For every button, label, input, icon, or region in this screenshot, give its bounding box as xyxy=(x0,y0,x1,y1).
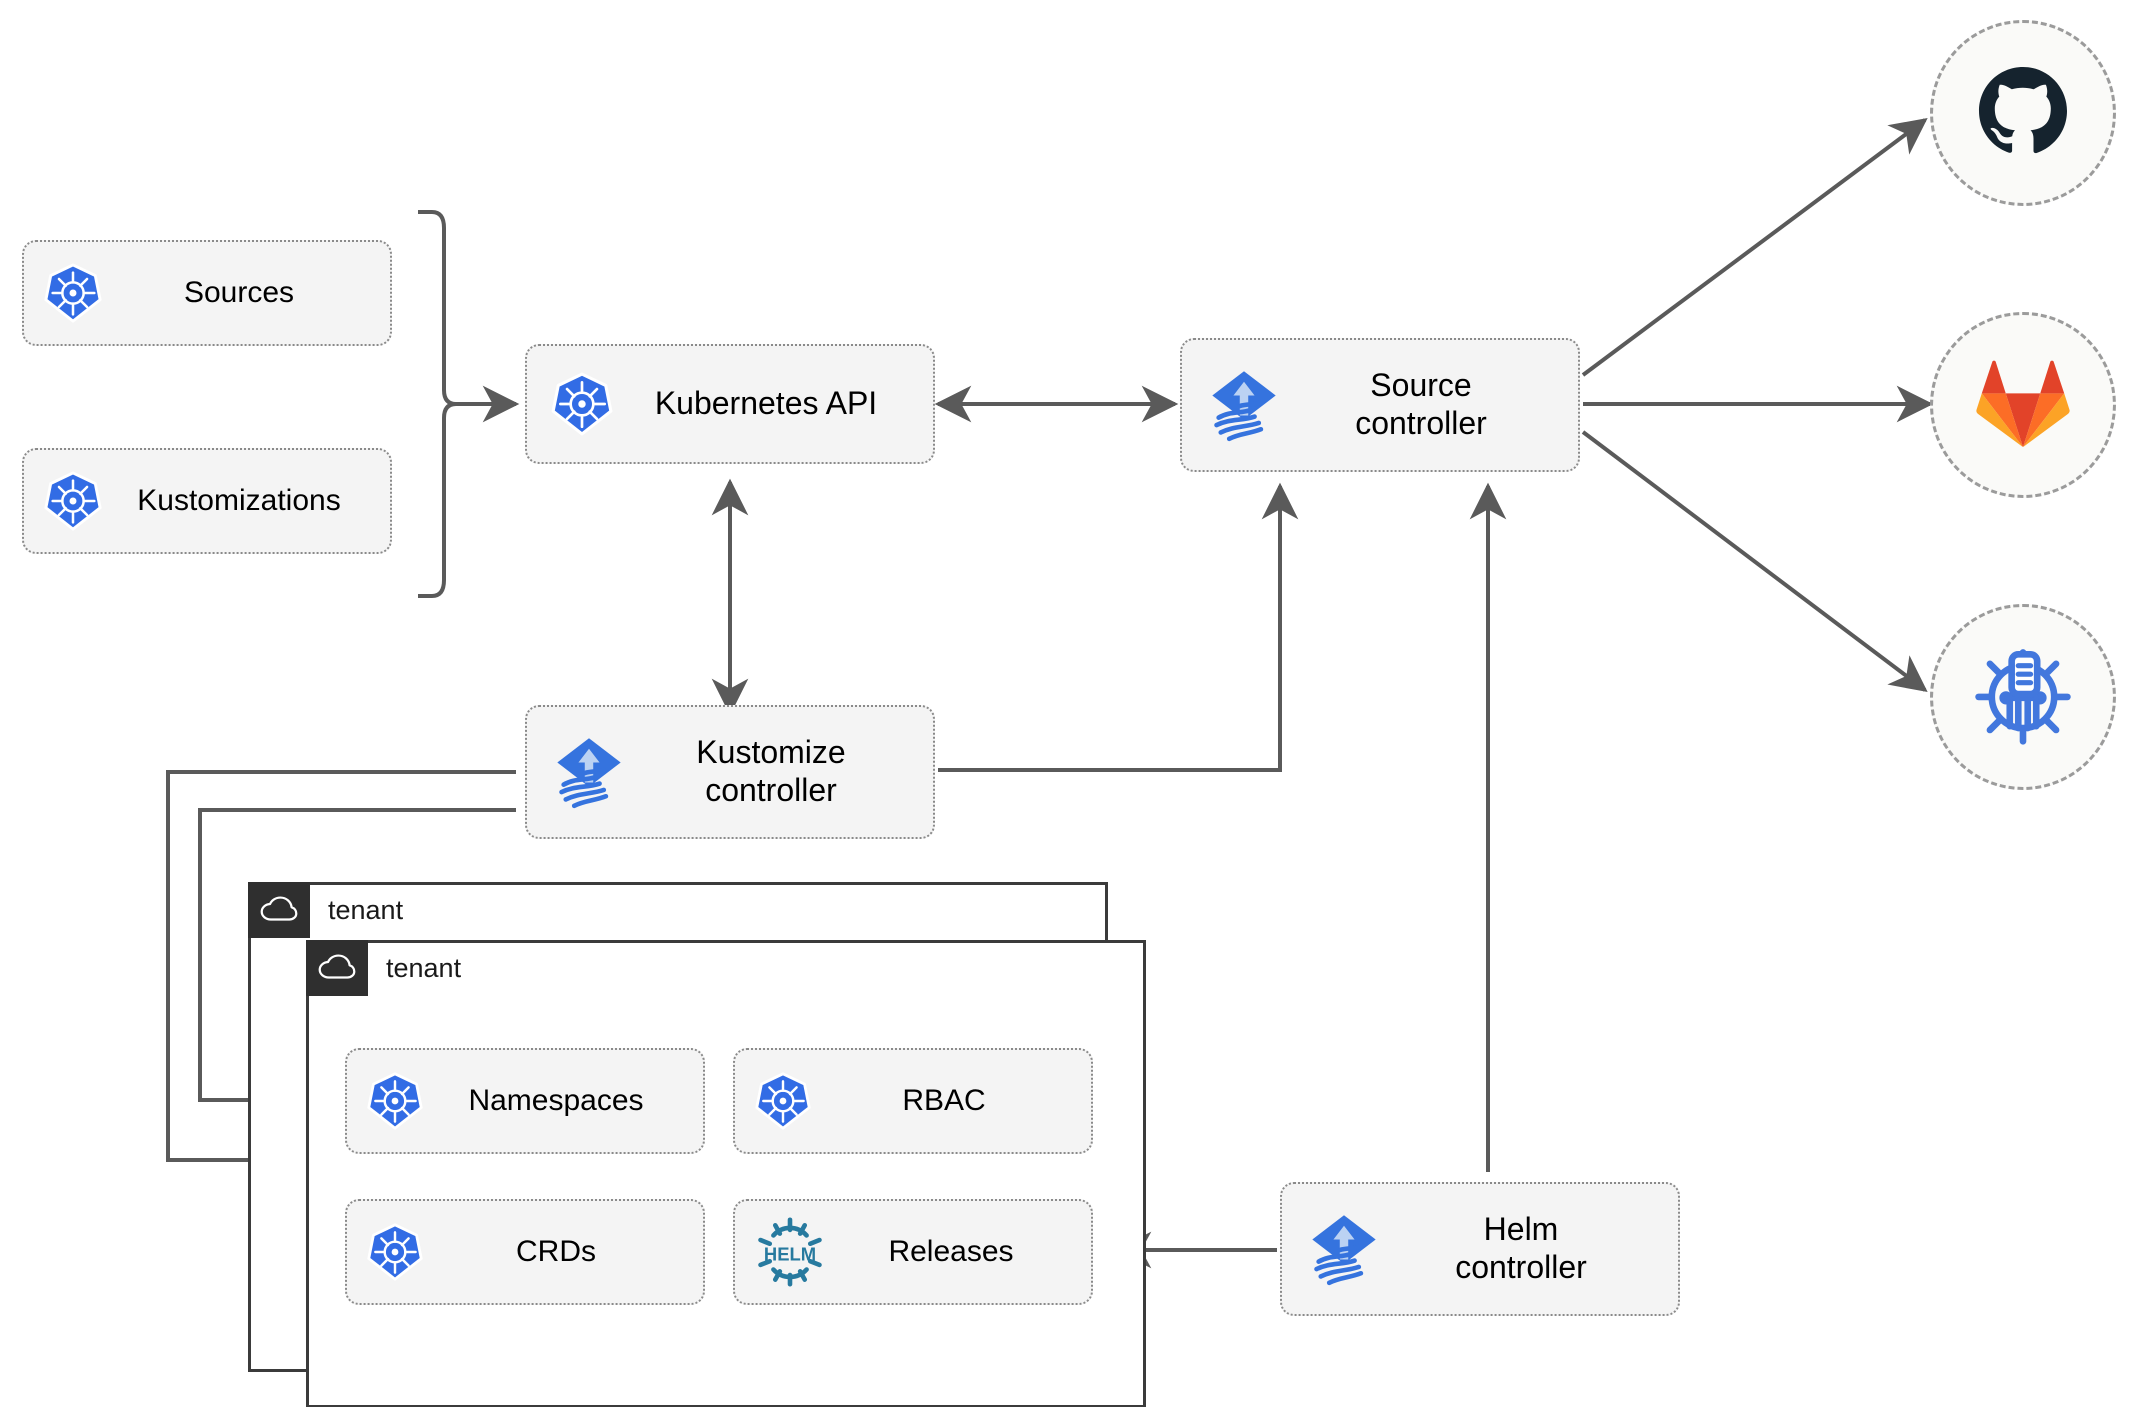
node-sources[interactable]: Sources xyxy=(22,240,392,346)
kubernetes-icon xyxy=(365,1222,425,1282)
node-rbac[interactable]: RBAC xyxy=(733,1048,1093,1154)
node-label-helm-controller: Helm controller xyxy=(1455,1211,1587,1285)
kubernetes-icon xyxy=(42,262,104,324)
kubernetes-icon xyxy=(753,1071,813,1131)
edge-source-to-oci xyxy=(1581,430,1928,693)
node-label-namespaces: Namespaces xyxy=(468,1084,644,1118)
provider-github[interactable] xyxy=(1930,20,2116,206)
tenant-label-back: tenant xyxy=(328,894,404,925)
edge-source-to-github xyxy=(1581,118,1928,377)
gitlab-icon xyxy=(1975,357,2071,454)
helm-repository-icon xyxy=(1971,643,2075,752)
cloud-icon xyxy=(306,940,368,996)
tenant-container-front[interactable]: tenant Namespaces xyxy=(306,940,1146,1407)
github-icon xyxy=(1973,61,2073,166)
node-label-releases: Releases xyxy=(888,1235,1014,1269)
node-releases[interactable]: HELM Releases xyxy=(733,1199,1093,1305)
node-crds[interactable]: CRDs xyxy=(345,1199,705,1305)
node-label-source-controller: Source controller xyxy=(1355,367,1487,441)
cloud-icon xyxy=(248,882,310,938)
helm-icon: HELM xyxy=(753,1217,827,1287)
flux-icon xyxy=(551,734,627,810)
node-kustomize-controller[interactable]: Kustomize controller xyxy=(525,705,935,839)
provider-oci-registry[interactable] xyxy=(1930,604,2116,790)
provider-gitlab[interactable] xyxy=(1930,312,2116,498)
tenant-header-back: tenant xyxy=(248,882,421,938)
node-label-rbac: RBAC xyxy=(902,1084,986,1118)
node-kubernetes-api[interactable]: Kubernetes API xyxy=(525,344,935,464)
node-label-kustomizations: Kustomizations xyxy=(137,484,341,518)
kubernetes-icon xyxy=(42,470,104,532)
svg-text:HELM: HELM xyxy=(764,1243,816,1264)
tenant-header-front: tenant xyxy=(306,940,479,996)
node-source-controller[interactable]: Source controller xyxy=(1180,338,1580,472)
edge-sources-brace xyxy=(418,210,457,598)
node-label-kustomize-controller: Kustomize controller xyxy=(696,734,846,808)
kubernetes-icon xyxy=(365,1071,425,1131)
flux-icon xyxy=(1206,367,1282,443)
node-helm-controller[interactable]: Helm controller xyxy=(1280,1182,1680,1316)
node-kustomizations[interactable]: Kustomizations xyxy=(22,448,392,554)
kubernetes-icon xyxy=(549,371,615,437)
flux-icon xyxy=(1306,1211,1382,1287)
node-label-crds: CRDs xyxy=(516,1235,596,1269)
edge-kustomize-to-source xyxy=(938,482,1299,772)
tenant-label-front: tenant xyxy=(386,952,462,983)
node-namespaces[interactable]: Namespaces xyxy=(345,1048,705,1154)
node-label-sources: Sources xyxy=(183,276,295,310)
node-label-kubernetes-api: Kubernetes API xyxy=(654,385,878,422)
